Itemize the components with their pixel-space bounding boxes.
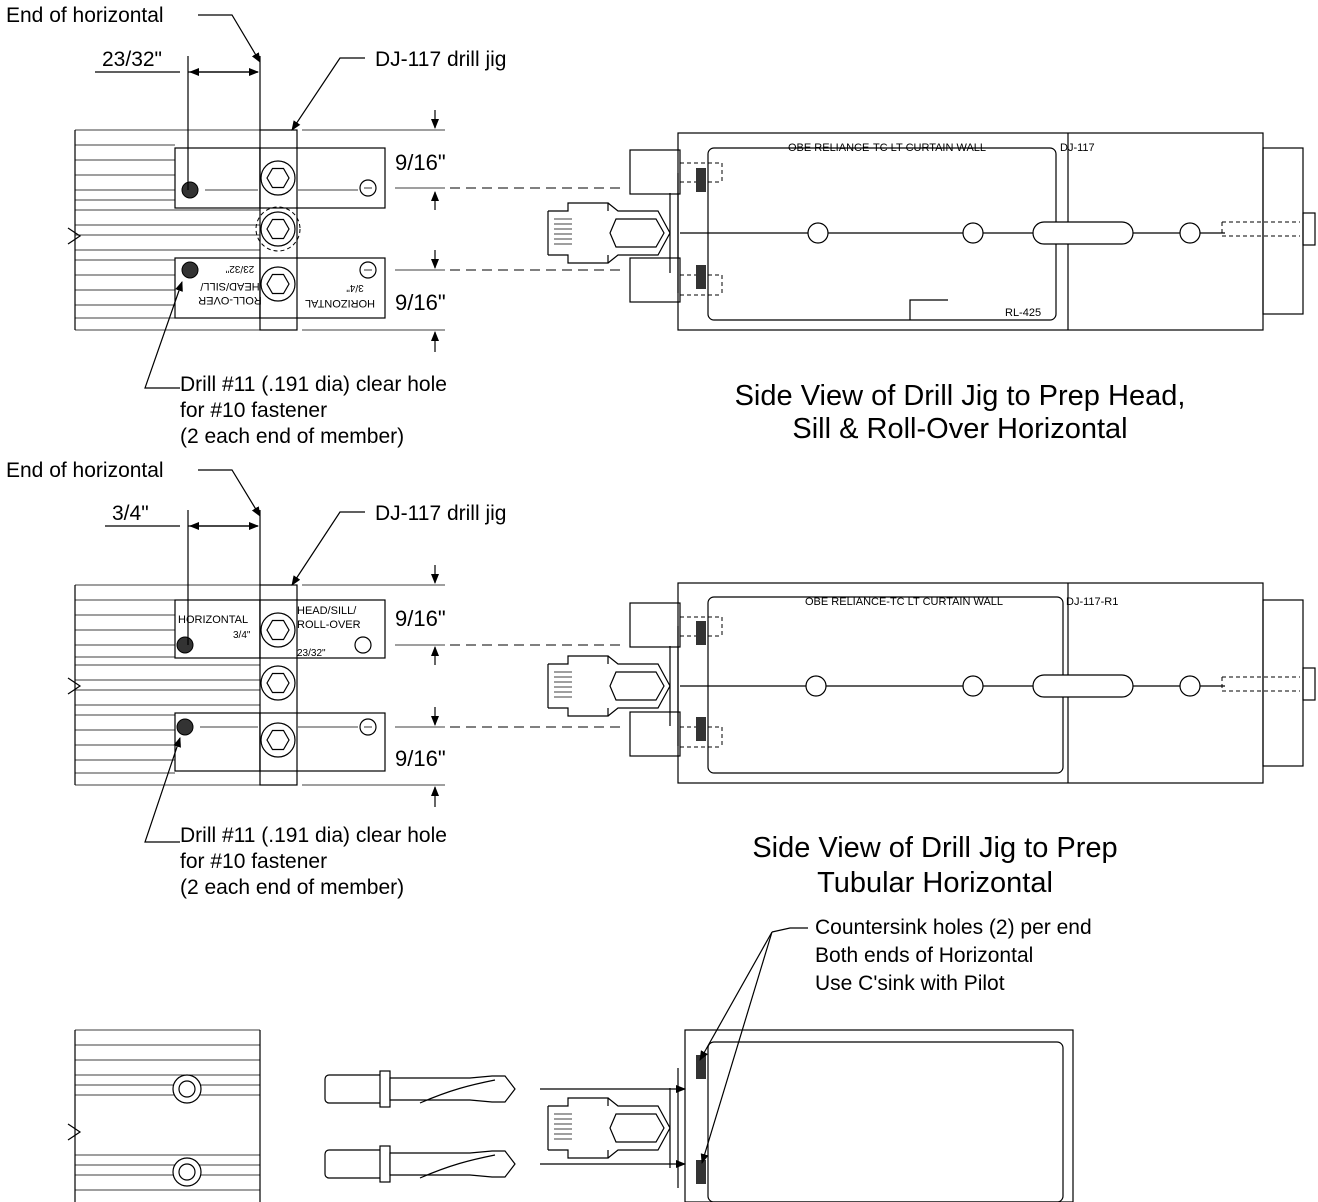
section-2-plan-view: HORIZONTAL 3/4" HEAD/SILL/ ROLL-OVER 23/… xyxy=(6,459,625,899)
end-of-horizontal-label-2: End of horizontal xyxy=(6,459,164,482)
side-jig-title: OBE RELIANCE-TC LT CURTAIN WALL xyxy=(788,142,986,154)
jig-text-dim: 23/32" xyxy=(225,263,254,274)
section-1-plan-view: HEAD/SILL/ ROLL-OVER 23/32" HORIZONTAL 3… xyxy=(6,4,625,448)
horizontal-member-2 xyxy=(67,584,260,786)
offset-dim-label: 23/32" xyxy=(102,48,162,71)
jig-text-roll: ROLL-OVER xyxy=(198,294,262,306)
dim-top-label: 9/16" xyxy=(395,150,446,175)
caption-2-line1: Side View of Drill Jig to Prep xyxy=(752,832,1117,864)
drill-note-line1: Drill #11 (.191 dia) clear hole xyxy=(180,373,447,396)
dim-top-label-2: 9/16" xyxy=(395,606,446,631)
drill-hole-bottom xyxy=(181,261,199,279)
side-jig-part: RL-425 xyxy=(1005,307,1041,319)
hex-bolt-icon xyxy=(260,612,296,648)
jig-text-head: HEAD/SILL/ xyxy=(199,280,259,292)
offset-dim-label-2: 3/4" xyxy=(112,502,149,525)
extrusion-profile xyxy=(547,172,679,294)
section-1-side-view: OBE RELIANCE-TC LT CURTAIN WALL DJ-117 R… xyxy=(547,132,1316,445)
side-jig-code-2: DJ-117-R1 xyxy=(1066,596,1118,608)
jig-text-34-2: 3/4" xyxy=(233,630,251,641)
jig-plate-bottom xyxy=(174,257,261,319)
countersink-bit-top xyxy=(324,1070,516,1108)
countersink-note-line1: Countersink holes (2) per end xyxy=(815,916,1092,939)
jig-text-34: 3/4" xyxy=(346,282,364,293)
jig-text-dim-2: 23/32" xyxy=(297,648,326,659)
side-jig-code: DJ-117 xyxy=(1060,142,1095,154)
drill-hole-bottom-2 xyxy=(176,718,194,736)
dim-bottom-label: 9/16" xyxy=(395,290,446,315)
hex-bolt-icon xyxy=(260,665,296,701)
drill-note-2-line3: (2 each end of member) xyxy=(180,876,404,899)
hex-bolt-icon xyxy=(260,722,296,758)
jig-text-roll-2: ROLL-OVER xyxy=(297,619,361,631)
jig-text-head-2: HEAD/SILL/ xyxy=(297,605,357,617)
hex-bolt-icon xyxy=(260,211,296,247)
drill-jig-label: DJ-117 drill jig xyxy=(375,48,507,71)
hex-bolt-icon xyxy=(260,160,296,196)
section-3-countersink: Countersink holes (2) per end Both ends … xyxy=(67,916,1092,1202)
section-2-side-view: OBE RELIANCE-TC LT CURTAIN WALL DJ-117-R… xyxy=(547,582,1316,899)
horizontal-member-3 xyxy=(67,1029,261,1202)
horizontal-member-1 xyxy=(67,129,260,331)
drill-note-2-line1: Drill #11 (.191 dia) clear hole xyxy=(180,824,447,847)
extrusion-profile-3 xyxy=(547,1067,679,1189)
drill-note-2-line2: for #10 fastener xyxy=(180,850,327,873)
end-of-horizontal-label: End of horizontal xyxy=(6,4,164,27)
countersink-note-line3: Use C'sink with Pilot xyxy=(815,972,1005,995)
caption-1-line2: Sill & Roll-Over Horizontal xyxy=(792,413,1127,445)
dim-bottom-label-2: 9/16" xyxy=(395,746,446,771)
caption-1-line1: Side View of Drill Jig to Prep Head, xyxy=(735,380,1186,412)
drill-note-line3: (2 each end of member) xyxy=(180,425,404,448)
side-jig-title-2: OBE RELIANCE-TC LT CURTAIN WALL xyxy=(805,596,1003,608)
drill-jig-label-2: DJ-117 drill jig xyxy=(375,502,507,525)
caption-2-line2: Tubular Horizontal xyxy=(817,867,1053,899)
countersink-note-line2: Both ends of Horizontal xyxy=(815,944,1033,967)
extrusion-profile-2 xyxy=(547,625,679,747)
hex-bolt-icon xyxy=(260,266,296,302)
drill-hole-top-2 xyxy=(176,636,194,654)
jig-text-horizontal-2: HORIZONTAL xyxy=(178,614,248,626)
drill-hole-top xyxy=(181,181,199,199)
jig-text-horizontal: HORIZONTAL xyxy=(305,297,375,309)
countersink-bit-bottom xyxy=(324,1145,516,1183)
drill-note-line2: for #10 fastener xyxy=(180,399,327,422)
